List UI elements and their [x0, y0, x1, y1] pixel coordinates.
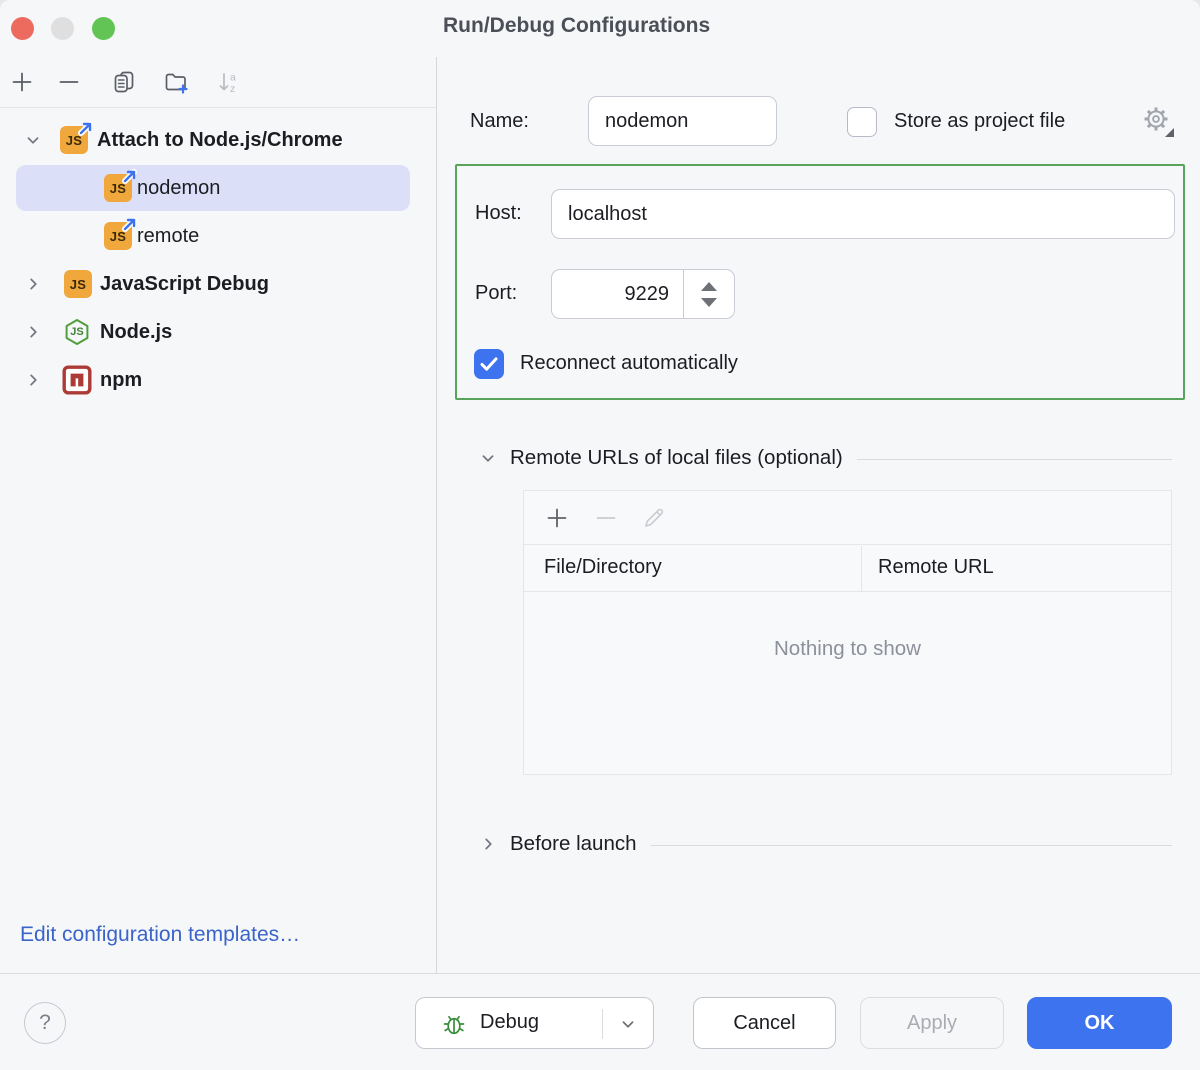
tree-item-label: Node.js	[100, 321, 173, 343]
port-stepper[interactable]	[683, 270, 734, 318]
new-folder-icon	[165, 73, 188, 94]
before-launch-section-header[interactable]: Before launch	[477, 832, 1172, 856]
apply-button-label: Apply	[906, 1011, 958, 1034]
decrement-arrow-icon[interactable]	[701, 297, 717, 307]
copy-configuration-button[interactable]	[111, 69, 137, 95]
remote-urls-table: File/Directory Remote URL Nothing to sho…	[523, 490, 1172, 775]
chevron-right-icon[interactable]	[22, 273, 44, 295]
attach-arrow-icon	[122, 217, 137, 232]
gear-icon	[1144, 107, 1174, 137]
svg-text:z: z	[230, 83, 235, 95]
port-input[interactable]	[552, 270, 683, 318]
remove-configuration-button[interactable]	[56, 69, 82, 95]
js-attach-icon: JS	[60, 121, 93, 154]
table-empty-state: Nothing to show	[773, 637, 921, 660]
chevron-right-icon[interactable]	[22, 369, 44, 391]
apply-button[interactable]: Apply	[860, 997, 1004, 1049]
name-input[interactable]	[588, 96, 777, 146]
npm-icon	[62, 365, 92, 395]
before-launch-section-title: Before launch	[510, 832, 637, 855]
store-as-project-file-checkbox[interactable]	[847, 107, 877, 137]
table-add-button[interactable]	[544, 505, 570, 531]
table-toolbar	[524, 491, 1171, 545]
tree-item-label: npm	[100, 369, 143, 391]
nodejs-icon: JS	[62, 317, 92, 347]
add-icon	[547, 508, 567, 528]
ok-button-label: OK	[1084, 1011, 1115, 1034]
host-label: Host:	[475, 202, 522, 224]
chevron-down-icon[interactable]	[477, 447, 499, 469]
svg-text:a: a	[230, 72, 236, 84]
zoom-window-button[interactable]	[92, 17, 115, 40]
tree-item-nodemon-selected[interactable]: JS nodemon	[0, 164, 436, 212]
tree-item-label: remote	[137, 225, 200, 247]
remote-urls-section-title: Remote URLs of local files (optional)	[510, 446, 843, 469]
debug-split-button[interactable]: Debug	[415, 997, 654, 1049]
table-remove-button[interactable]	[593, 505, 619, 531]
section-rule	[650, 844, 1172, 846]
chevron-right-icon[interactable]	[477, 833, 499, 855]
highlighted-settings-group	[455, 164, 1185, 400]
add-icon	[12, 72, 32, 92]
attach-arrow-icon	[122, 169, 137, 184]
minimize-window-button[interactable]	[51, 17, 74, 40]
reconnect-automatically-checkbox[interactable]	[474, 349, 504, 379]
port-label: Port:	[475, 282, 518, 304]
new-folder-button[interactable]	[163, 69, 189, 95]
ok-button[interactable]: OK	[1027, 997, 1172, 1049]
split-button-divider	[602, 1009, 603, 1039]
sort-alphabetically-icon: a z	[219, 72, 236, 95]
remove-icon	[59, 81, 79, 83]
tree-item-label: nodemon	[137, 177, 221, 199]
tree-selection-highlight	[16, 165, 410, 211]
sidebar-divider	[436, 57, 437, 973]
js-attach-icon: JS	[104, 217, 137, 250]
reconnect-automatically-label: Reconnect automatically	[520, 352, 738, 374]
question-mark-icon: ?	[39, 1011, 51, 1034]
tree-item-nodejs[interactable]: JS Node.js	[0, 308, 436, 356]
attach-arrow-icon	[78, 121, 93, 136]
chevron-down-icon[interactable]	[22, 129, 44, 151]
js-attach-icon: JS	[104, 169, 137, 202]
bug-icon	[443, 1015, 465, 1035]
tree-item-npm[interactable]: npm	[0, 356, 436, 404]
increment-arrow-icon[interactable]	[701, 281, 717, 291]
column-header-remote-url[interactable]: Remote URL	[878, 556, 994, 578]
tree-item-remote[interactable]: JS remote	[0, 212, 436, 260]
column-header-file-directory[interactable]: File/Directory	[544, 556, 662, 578]
section-rule	[856, 458, 1172, 460]
sort-configurations-button[interactable]: a z	[216, 69, 242, 95]
dialog-title: Run/Debug Configurations	[443, 14, 711, 37]
copy-icon	[114, 71, 134, 93]
checkmark-icon	[480, 357, 498, 371]
tree-item-javascript-debug[interactable]: JS JavaScript Debug	[0, 260, 436, 308]
pencil-icon	[645, 508, 664, 527]
column-divider[interactable]	[861, 546, 862, 592]
host-input[interactable]	[551, 189, 1175, 239]
cancel-button[interactable]: Cancel	[693, 997, 836, 1049]
chevron-right-icon[interactable]	[22, 321, 44, 343]
debug-button-label: Debug	[480, 1011, 539, 1033]
cancel-button-label: Cancel	[733, 1011, 796, 1034]
remote-urls-section-header[interactable]: Remote URLs of local files (optional)	[477, 446, 1172, 470]
name-label: Name:	[470, 110, 529, 132]
store-as-project-file-label: Store as project file	[894, 110, 1066, 132]
port-spinner	[551, 269, 735, 319]
help-button[interactable]: ?	[24, 1002, 66, 1044]
tree-item-label: JavaScript Debug	[100, 273, 269, 295]
close-window-button[interactable]	[11, 17, 34, 40]
footer-separator	[0, 973, 1200, 974]
table-header-row: File/Directory Remote URL	[524, 546, 1171, 592]
edit-configuration-templates-link[interactable]: Edit configuration templates…	[20, 923, 301, 946]
javascript-icon: JS	[64, 270, 92, 298]
store-settings-button[interactable]	[1141, 104, 1175, 138]
remove-icon	[596, 517, 616, 519]
chevron-down-icon[interactable]	[617, 1013, 639, 1035]
tree-item-attach-to-nodejs-chrome[interactable]: JS Attach to Node.js/Chrome	[0, 116, 436, 164]
add-configuration-button[interactable]	[9, 69, 35, 95]
table-edit-button[interactable]	[641, 505, 667, 531]
sidebar-toolbar-separator	[0, 107, 436, 108]
tree-item-label: Attach to Node.js/Chrome	[97, 129, 343, 151]
